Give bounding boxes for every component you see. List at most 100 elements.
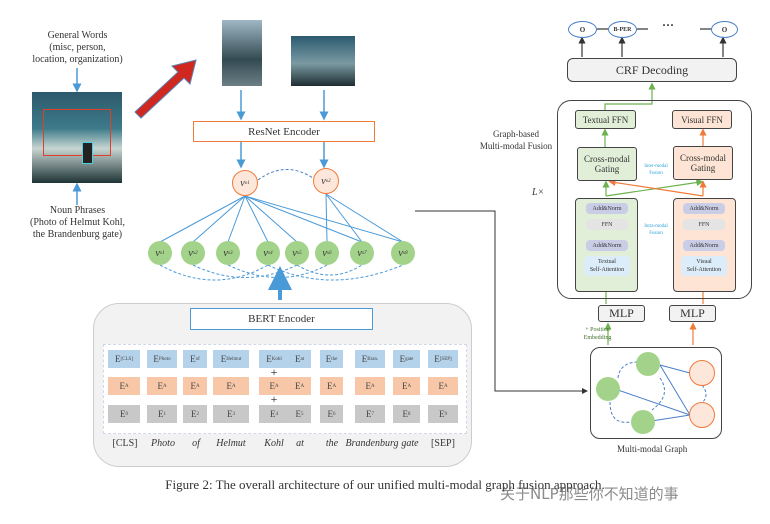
emb-subscript: 0 — [125, 411, 129, 417]
emb-subscript: 3 — [232, 411, 236, 417]
emb-subscript: 1 — [163, 411, 167, 417]
emb-label: E — [434, 354, 440, 364]
node-label: v — [240, 177, 245, 189]
graph-text-node — [631, 410, 655, 434]
input-token: Photo — [151, 438, 175, 449]
input-token: of — [192, 438, 200, 449]
emb-label: E — [269, 381, 275, 391]
emb-label: E — [119, 381, 125, 391]
emb-label: E — [120, 409, 126, 419]
emb-subscript: 7 — [371, 411, 375, 417]
fusion-title: Graph-based Multi-modal Fusion — [466, 128, 566, 152]
intra-modal-line: Fusion — [649, 231, 663, 236]
red-arrow-icon — [134, 59, 197, 119]
emb-subscript: Kohl — [271, 356, 282, 362]
emb-subscript: the — [331, 356, 338, 362]
gating-label: Gating — [690, 163, 716, 173]
node-subscript: x6 — [326, 250, 332, 256]
emb-label: E — [294, 354, 301, 364]
ffn: FFN — [586, 219, 628, 230]
emb-subscript: A — [407, 383, 412, 389]
input-token: the — [325, 438, 339, 449]
emb-subscript: 2 — [196, 411, 200, 417]
ellipsis: ··· — [662, 18, 675, 32]
emb-subscript: Helmut — [226, 356, 242, 362]
emb-subscript: 5 — [301, 411, 304, 417]
add-norm: Add&Norm — [683, 203, 725, 214]
node-subscript: x4 — [267, 250, 273, 256]
crf-decoding: CRF Decoding — [567, 58, 737, 82]
emb-label: E — [220, 354, 227, 364]
fusion-layer-box — [557, 100, 752, 299]
emb-subscript: 6 — [333, 411, 336, 417]
add-norm: Add&Norm — [683, 240, 725, 251]
emb-label: E — [366, 409, 372, 419]
input-token: Helmut — [216, 438, 246, 449]
emb-subscript: A — [231, 383, 236, 389]
fusion-title-line: Multi-modal Fusion — [479, 141, 553, 151]
output-label: O — [568, 21, 597, 38]
layer-count: L× — [532, 187, 545, 198]
node-subscript: o1 — [244, 180, 250, 186]
emb-label: E — [270, 409, 276, 419]
bert-encoder: BERT Encoder — [190, 308, 373, 330]
graph-text-node — [596, 377, 620, 401]
figure-caption: Figure 2: The overall architecture of ou… — [165, 477, 605, 492]
emb-label: E — [158, 409, 164, 419]
node-subscript: x5 — [296, 250, 302, 256]
sa-label: Self-Attention — [686, 267, 722, 273]
noun-phrases-line: Noun Phrases — [49, 205, 106, 216]
gating-label: Gating — [594, 164, 620, 174]
input-token: Kohl — [264, 438, 284, 449]
emb-label: E — [295, 409, 302, 419]
emb-subscript: A — [370, 383, 375, 389]
node-label: v — [292, 247, 297, 259]
emb-label: E — [438, 381, 444, 391]
ffn: FFN — [683, 219, 725, 230]
brandenburg-photo — [32, 92, 122, 183]
emb-label: E — [157, 381, 163, 391]
general-words-line: General Words — [47, 30, 108, 41]
plus-sign: + — [270, 365, 278, 379]
fusion-title-line: Graph-based — [493, 129, 539, 139]
gating-label: Cross-modal — [584, 154, 630, 164]
emb-label: E — [326, 381, 333, 391]
node-label: v — [398, 247, 403, 259]
node-label: v — [322, 247, 327, 259]
node-subscript: x1 — [159, 250, 165, 256]
node-subscript: x2 — [192, 250, 198, 256]
output-label: B-PER — [608, 21, 637, 38]
position-embedding-line: Embedding — [583, 335, 612, 341]
emb-subscript: A — [124, 383, 129, 389]
object-crop-gate — [291, 36, 355, 86]
